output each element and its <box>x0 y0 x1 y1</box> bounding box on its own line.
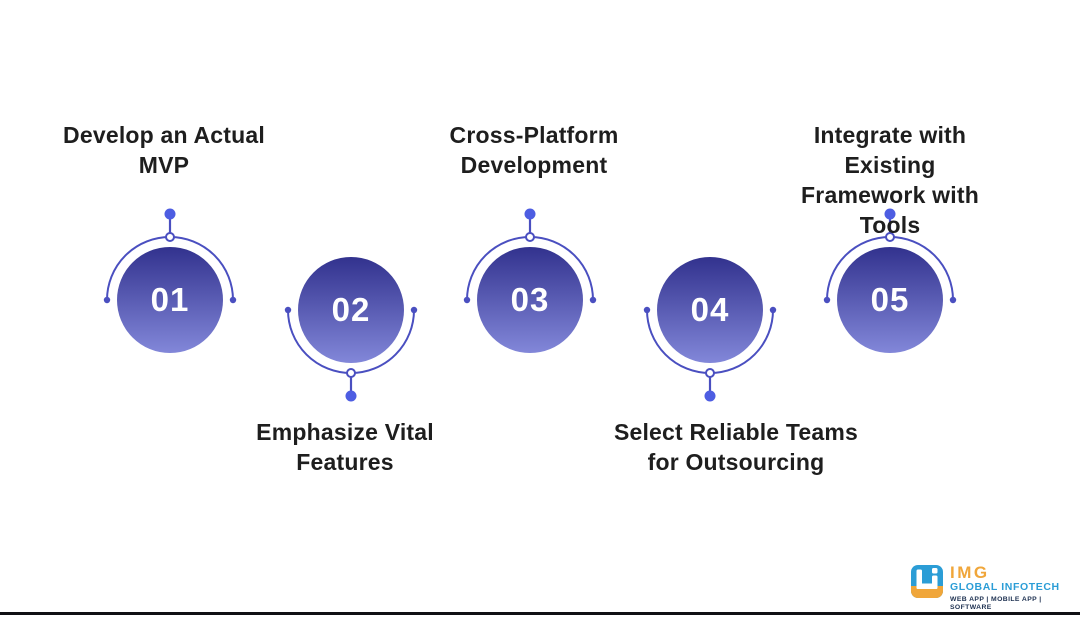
bottom-border-line <box>0 612 1080 615</box>
step-label-05: Integrate with Existing Framework with T… <box>801 122 979 238</box>
arc-end-dot-right <box>589 296 597 304</box>
arc-end-dot-left <box>823 296 831 304</box>
step-circle <box>657 257 763 363</box>
connector-node-dot <box>345 390 357 402</box>
step-number: 01 <box>150 281 190 318</box>
logo-company-name: GLOBAL INFOTECH <box>950 581 1060 593</box>
arc-end-dot-left <box>284 306 292 314</box>
step-label-04: Select Reliable Teams for Outsourcing <box>613 419 859 475</box>
step-number: 02 <box>331 291 371 328</box>
step-04: 04 <box>635 252 785 405</box>
connector-node-dot <box>884 208 896 220</box>
step-number: 03 <box>510 281 550 318</box>
arc-end-dot-right <box>949 296 957 304</box>
connector-ring <box>705 368 715 378</box>
step-05: 05 <box>815 205 965 358</box>
step-connector-graphic <box>284 257 418 402</box>
step-circle <box>298 257 404 363</box>
connector-ring <box>525 232 535 242</box>
arc-end-dot-left <box>643 306 651 314</box>
step-connector-graphic <box>463 208 597 353</box>
arc-end-dot-right <box>410 306 418 314</box>
logo-text-block: IMG GLOBAL INFOTECH WEB APP | MOBILE APP… <box>950 563 1080 612</box>
connector-node-dot <box>704 390 716 402</box>
logo-tagline: WEB APP | MOBILE APP | SOFTWARE <box>950 596 1042 611</box>
arc-end-dot-right <box>769 306 777 314</box>
step-circle <box>117 247 223 353</box>
step-02: 02 <box>276 252 426 405</box>
step-circle <box>837 247 943 353</box>
step-circle <box>477 247 583 353</box>
logo-brand-name: IMG <box>950 563 990 582</box>
connector-ring <box>346 368 356 378</box>
step-01: 01 <box>95 205 245 358</box>
step-number: 05 <box>870 281 910 318</box>
connector-ring <box>885 232 895 242</box>
step-label-01: Develop an Actual MVP <box>63 122 265 178</box>
arc-end-dot-left <box>463 296 471 304</box>
logo-mark-icon <box>911 565 943 598</box>
step-connector-graphic <box>823 208 957 353</box>
step-label-03: Cross-Platform Development <box>449 122 619 178</box>
brand-logo: IMG GLOBAL INFOTECH WEB APP | MOBILE APP… <box>911 563 1080 612</box>
connector-ring <box>165 232 175 242</box>
connector-node-dot <box>524 208 536 220</box>
step-connector-graphic <box>643 257 777 402</box>
step-connector-graphic <box>103 208 237 353</box>
step-label-02: Emphasize Vital Features <box>256 419 434 475</box>
arc-end-dot-right <box>229 296 237 304</box>
arc-end-dot-left <box>103 296 111 304</box>
step-03: 03 <box>455 205 605 358</box>
step-number: 04 <box>690 291 730 328</box>
connector-node-dot <box>164 208 176 220</box>
